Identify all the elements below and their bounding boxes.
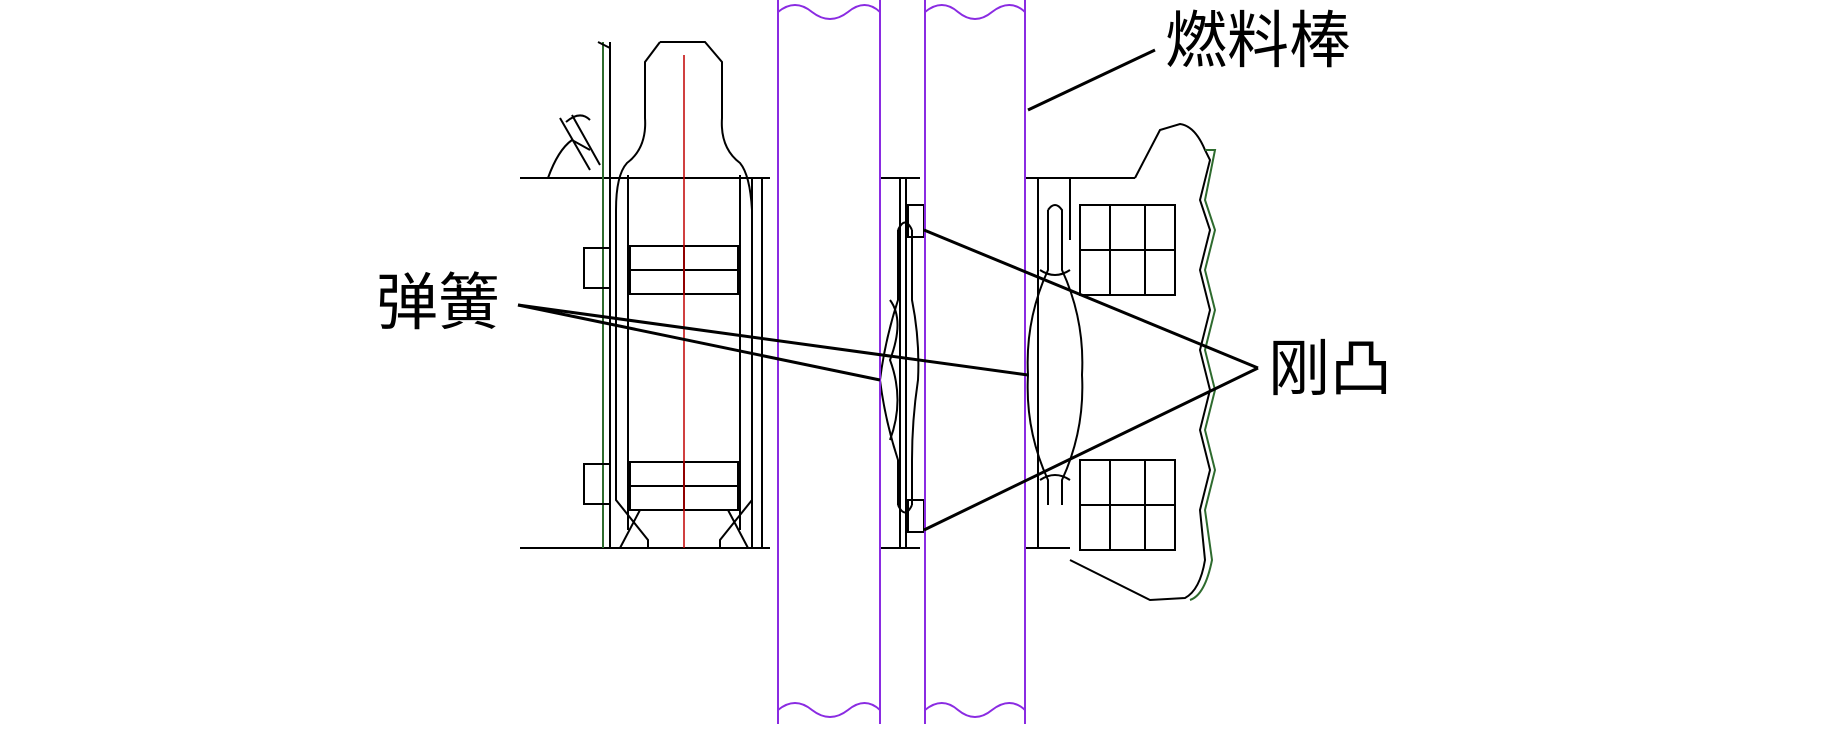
label-fuel-rod: 燃料棒 — [1165, 4, 1352, 77]
right-strap — [1069, 122, 1217, 602]
leader-spring-2 — [517, 303, 1029, 377]
leader-dimple-1 — [923, 228, 1259, 370]
middle-strap — [899, 178, 925, 548]
left-strap — [547, 41, 611, 548]
guide-tube — [615, 41, 763, 549]
fuel-rods — [777, 0, 1026, 724]
spring-right — [1026, 178, 1084, 548]
leader-dimple-2 — [923, 366, 1259, 532]
fuel-rod-left — [777, 0, 881, 724]
leader-spring-1 — [517, 303, 881, 382]
grid-strap-edges — [520, 177, 1135, 549]
label-dimple: 刚凸 — [1268, 332, 1393, 405]
leader-fuel-rod — [1027, 48, 1156, 112]
leader-lines — [517, 48, 1259, 532]
label-spring: 弹簧 — [376, 266, 501, 339]
